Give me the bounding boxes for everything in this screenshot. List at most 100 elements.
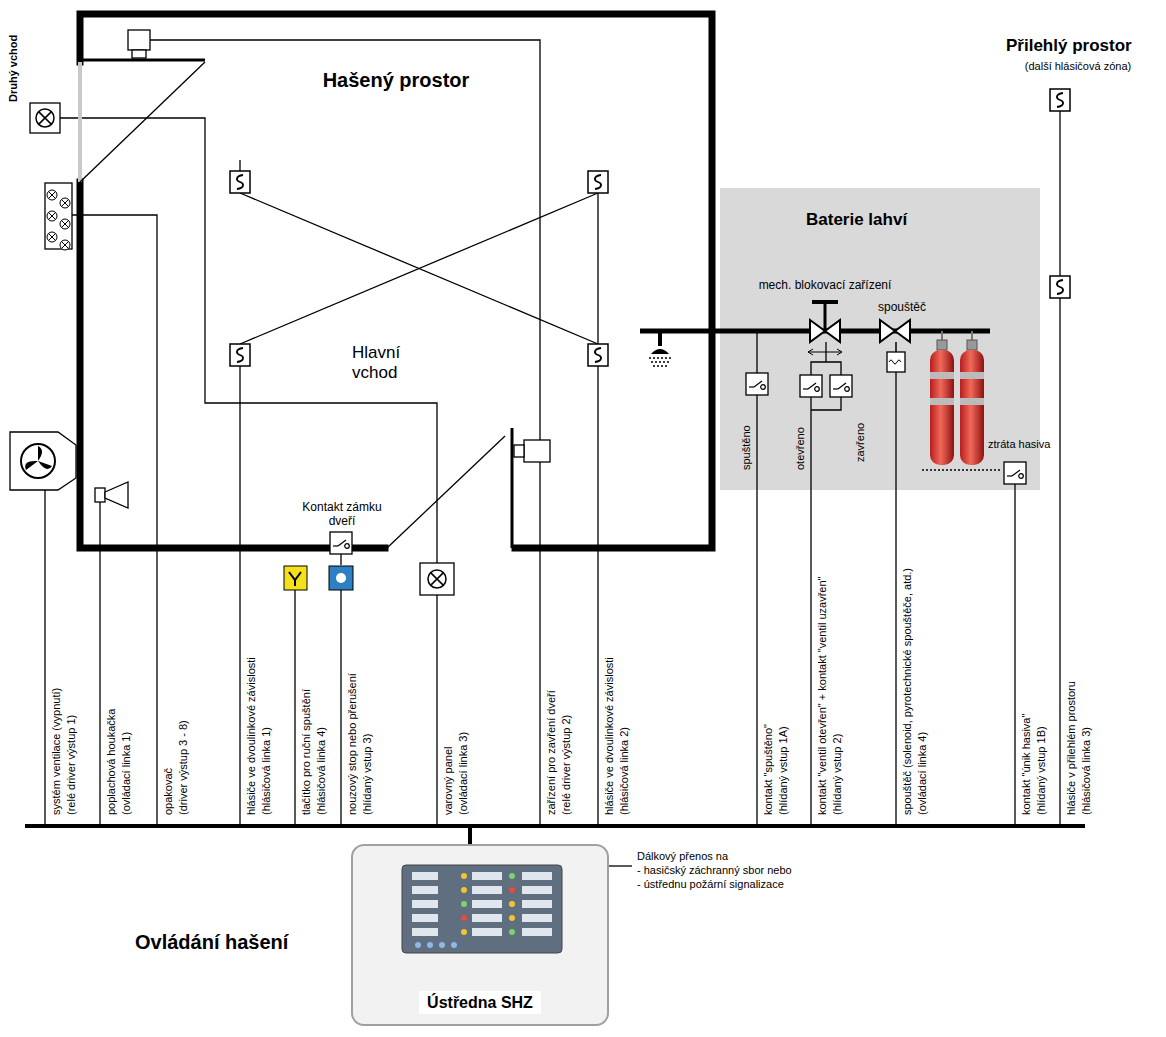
contact-label: ztráta hasiva: [988, 438, 1050, 451]
device-label: spouštěč: [878, 300, 926, 314]
wire-function-label: opakovač: [161, 768, 175, 815]
panel-key: [412, 900, 438, 908]
wire-line-label: (hlásičová linka 4): [314, 727, 328, 815]
panel-key: [412, 914, 438, 922]
wire-line-label: (hlásičová linka 2): [617, 727, 631, 815]
door-closer-arm: [80, 59, 205, 62]
wire-line-label: (relé driver výstup 1): [64, 715, 78, 815]
wire-line-label: (hlídaný vstup 3): [360, 734, 374, 815]
wire-function-label: poplachová houkačka: [104, 709, 118, 815]
panel-led: [461, 887, 467, 893]
wire-function-label: zařízení pro zavření dveří: [544, 690, 558, 815]
wire-line-label: (ovládací linka 3): [456, 732, 470, 815]
wire-line-label: (hlídaný vstup 2): [830, 734, 844, 815]
node-heading: Baterie lahví: [806, 210, 907, 230]
wire-line-label: (relé driver výstup 2): [559, 715, 573, 815]
panel-key: [412, 886, 438, 894]
wiring: [45, 40, 1060, 866]
nozzle: [649, 331, 671, 366]
wire-line-label: (driver výstup 3 - 8): [176, 720, 190, 815]
device-label: mech. blokovací zařízení: [759, 278, 892, 292]
panel-led: [509, 915, 515, 921]
warning-panel: [420, 563, 454, 595]
lamp: [60, 240, 70, 250]
released-contact: [746, 373, 768, 395]
panel-key: [472, 900, 502, 908]
panel-led: [509, 929, 515, 935]
transmission-note: - hasičský záchranný sbor nebo: [637, 864, 792, 877]
panel-led: [461, 929, 467, 935]
door-closer: [128, 30, 150, 50]
panel-led: [509, 887, 515, 893]
ventilation-fan: [10, 432, 76, 490]
wire-function-label: nouzový stop nebo přerušení: [345, 673, 359, 815]
wire-function-label: hlásiče v přilehlém prostoru: [1064, 681, 1078, 815]
lamp: [60, 219, 70, 229]
panel-led: [509, 873, 515, 879]
release-valve: [880, 320, 910, 372]
emergency-stop-button: [329, 566, 353, 590]
repeater-panel: [45, 183, 72, 249]
door-lock-contact: [330, 532, 352, 554]
door-leaf: [80, 62, 205, 182]
control-panel: Ústředna SHZ: [352, 845, 608, 1025]
door-closer: [524, 440, 550, 462]
room-region: Hašený prostor: [80, 14, 712, 548]
alarm-horn: [95, 482, 128, 508]
panel-led: [509, 901, 515, 907]
contact-label: zavřeno: [853, 423, 867, 462]
panel-led: [461, 901, 467, 907]
wire-line-label: (hlásičová linka 1): [259, 727, 273, 815]
panel-key: [412, 872, 438, 880]
door-frame: [511, 428, 514, 548]
panel-led: [451, 942, 457, 948]
panel-led: [427, 942, 433, 948]
lamp: [47, 211, 57, 221]
panel-key: [522, 872, 552, 880]
node-heading: Hašený prostor: [323, 68, 470, 92]
wire-function-label: kontakt "ventil otevřen" + kontakt "vent…: [815, 577, 829, 816]
panel-key: [472, 928, 502, 936]
wire-line-label: (ovládací linka 4): [915, 732, 929, 815]
zone-title: Přilehlý prostor: [1006, 36, 1132, 56]
wire-function-label: kontakt "únik hasiva": [1019, 714, 1033, 815]
wire-function-label: systém ventilace (vypnutí): [49, 688, 63, 815]
panel-led: [415, 942, 421, 948]
wire-line-label: (ovládací linka 1): [119, 732, 133, 815]
valve-open-contact: [800, 375, 822, 397]
contact-label: spuštěno: [739, 425, 753, 470]
node-heading: Ústředna SHZ: [419, 991, 541, 1014]
section-title: Ovládání hašení: [135, 930, 288, 954]
wire-function-label: tlačítko pro ruční spuštění: [299, 689, 313, 815]
contact-label: Kontakt zámku dveří: [300, 500, 384, 529]
detector-symbol: [230, 89, 1070, 366]
panel-led: [461, 915, 467, 921]
wire-function-label: spouštěč (solenoid, pyrotechnické spoušt…: [900, 568, 914, 815]
panel-led: [461, 873, 467, 879]
room-walls: [80, 14, 712, 548]
wire-function-label: hlásiče ve dvoulinkové závislosti: [244, 657, 258, 815]
panel-key: [522, 928, 552, 936]
panel-key: [522, 900, 552, 908]
panel-key: [522, 914, 552, 922]
door-opening: [78, 62, 82, 182]
door-label: Druhý vchod: [6, 35, 20, 102]
panel-key: [412, 928, 438, 936]
transmission-note: - ústřednu požární signalizace: [637, 878, 784, 891]
wire-line-label: (hlásičová linka 3): [1079, 727, 1093, 815]
warning-lamp: [30, 103, 60, 133]
wire-line-label: (hlídaný vstup 1A): [776, 726, 790, 815]
wire-line-label: (hlídaný vstup 1B): [1034, 726, 1048, 815]
lamp: [47, 232, 57, 242]
agent-loss-contact: [1004, 462, 1026, 484]
panel-key: [472, 914, 502, 922]
panel-key: [472, 872, 502, 880]
panel-key: [522, 886, 552, 894]
lamp: [47, 190, 57, 200]
transmission-note: Dálkový přenos na: [637, 850, 728, 863]
valve-closed-contact: [830, 375, 852, 397]
door-label: Hlavní vchod: [352, 343, 424, 384]
wire-function-label: hlásiče ve dvoulinkové závislosti: [602, 657, 616, 815]
control-panel-illustration: [352, 845, 608, 1025]
